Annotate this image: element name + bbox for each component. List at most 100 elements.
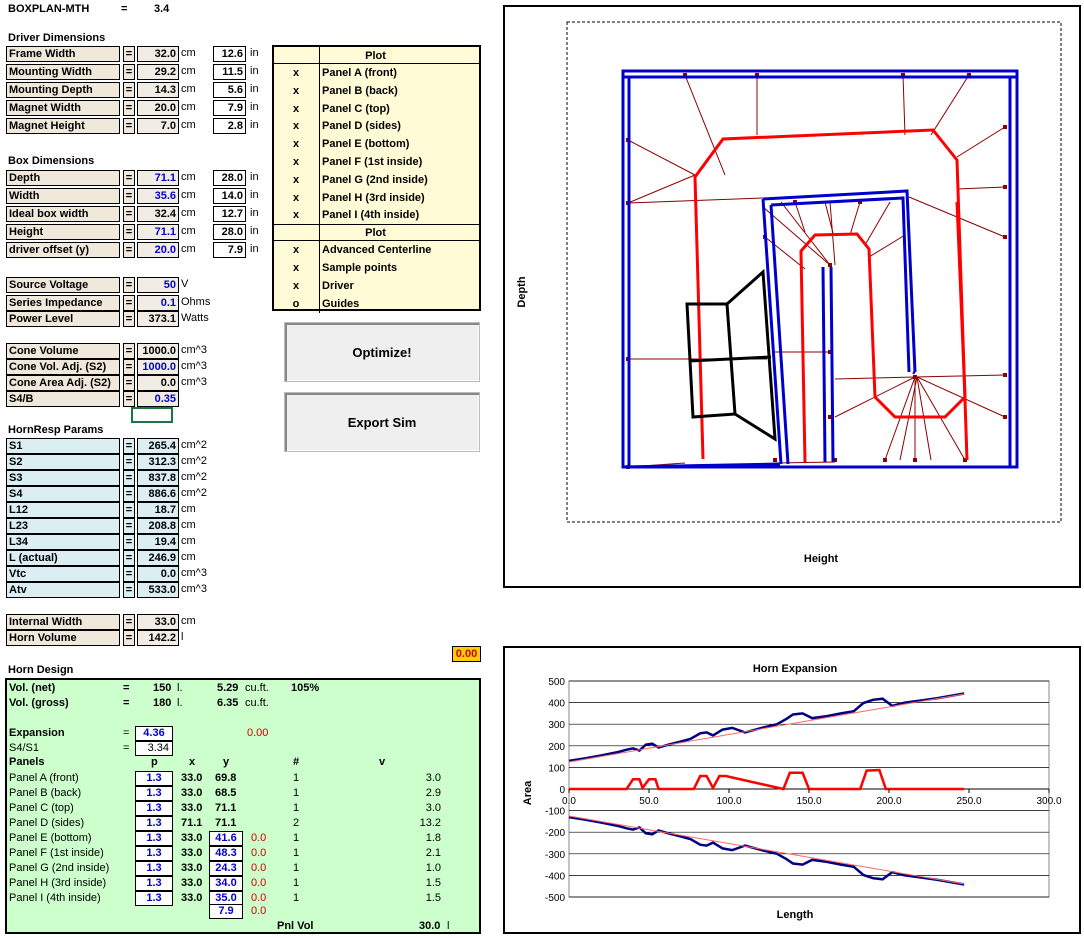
param-value[interactable]: 886.6 [137, 486, 179, 502]
plot-option-item[interactable]: x Panel B (back) [274, 81, 479, 100]
panel-count: 1 [293, 877, 300, 889]
selected-cell[interactable] [131, 407, 173, 423]
panel-y-cell[interactable]: 34.0 [209, 876, 243, 891]
param-value[interactable]: 71.1 [137, 170, 179, 186]
plot-option-item[interactable]: x Advanced Centerline [274, 241, 479, 260]
plot-option-mark[interactable]: x [292, 209, 300, 222]
param-value[interactable]: 20.0 [137, 100, 179, 116]
plot-option-mark[interactable]: x [292, 173, 300, 186]
param-value[interactable]: 0.0 [137, 566, 179, 582]
param-eq: = [123, 188, 135, 204]
y-tick-label: -300 [545, 850, 565, 861]
plot-option-mark[interactable]: o [292, 297, 300, 310]
param-value[interactable]: 32.4 [137, 206, 179, 222]
param-value[interactable]: 0.35 [137, 391, 179, 407]
plot-option-mark[interactable]: x [292, 156, 300, 168]
param-label: S4 [6, 486, 120, 502]
box-layout-svg: Depth Height [516, 21, 1062, 565]
panel-p-cell[interactable]: 1.3 [135, 786, 173, 801]
param-label: Mounting Width [6, 64, 120, 80]
panel-name: Panel A (front) [9, 772, 79, 784]
param-value[interactable]: 0.1 [137, 295, 179, 311]
plot-option-mark[interactable]: x [292, 120, 300, 133]
expansion-eq: = [123, 727, 130, 739]
panel-vol: 1.8 [425, 832, 441, 844]
param-value[interactable]: 1000.0 [137, 343, 179, 359]
panel-p-cell[interactable]: 1.3 [135, 771, 173, 786]
panel-p-cell[interactable]: 1.3 [135, 846, 173, 861]
param-value[interactable]: 208.8 [137, 518, 179, 534]
param-value[interactable]: 14.3 [137, 82, 179, 98]
last-y-cell[interactable]: 7.9 [209, 904, 243, 919]
plot-option-mark[interactable]: x [292, 244, 300, 257]
param-value[interactable]: 373.1 [137, 311, 179, 327]
panel-p-cell[interactable]: 1.3 [135, 861, 173, 876]
panel-p-cell[interactable]: 1.3 [135, 801, 173, 816]
optimize-button[interactable]: Optimize! [284, 322, 480, 382]
panel-count: 1 [293, 787, 300, 799]
param-value[interactable]: 312.3 [137, 454, 179, 470]
panel-count: 1 [293, 862, 300, 874]
param-unit: cm^3 [181, 360, 207, 372]
param-value[interactable]: 29.2 [137, 64, 179, 80]
panel-p-cell[interactable]: 1.3 [135, 891, 173, 906]
param-value[interactable]: 20.0 [137, 242, 179, 258]
panel-p-cell[interactable]: 1.3 [135, 831, 173, 846]
param-value[interactable]: 837.8 [137, 470, 179, 486]
expansion-value[interactable]: 4.36 [135, 726, 173, 741]
plot-option-mark[interactable]: x [292, 262, 300, 274]
param-value[interactable]: 71.1 [137, 224, 179, 240]
panel-y-cell[interactable]: 24.3 [209, 861, 243, 876]
plot-option-mark[interactable]: x [292, 102, 300, 115]
panel-y-cell[interactable]: 48.3 [209, 846, 243, 861]
plot-option-mark[interactable]: x [292, 67, 300, 79]
param-label: Cone Volume [6, 343, 120, 359]
plot-option-label: Advanced Centerline [319, 241, 479, 260]
param-value[interactable]: 35.6 [137, 188, 179, 204]
param-value[interactable]: 32.0 [137, 46, 179, 62]
s4s1-value: 3.34 [135, 741, 173, 756]
vol-gross-cuunit: cu.ft. [245, 697, 269, 709]
param-unit: cm [181, 225, 196, 237]
panel-p-cell[interactable]: 1.3 [135, 816, 173, 831]
param-value[interactable]: 0.0 [137, 375, 179, 391]
param-value[interactable]: 33.0 [137, 614, 179, 630]
param-value[interactable]: 533.0 [137, 582, 179, 598]
panel-vol: 1.5 [425, 877, 441, 889]
panel-vol: 2.9 [425, 787, 441, 799]
param-value[interactable]: 50 [137, 277, 179, 293]
param-eq: = [123, 224, 135, 240]
param-value[interactable]: 1000.0 [137, 359, 179, 375]
box-section-title: Box Dimensions [8, 155, 95, 167]
param-value[interactable]: 19.4 [137, 534, 179, 550]
p-col: p [151, 756, 158, 768]
param-value[interactable]: 246.9 [137, 550, 179, 566]
y-col: y [223, 756, 230, 768]
panel-x: 33.0 [181, 772, 203, 784]
plot-option-mark[interactable]: x [292, 138, 300, 151]
panel-p-cell[interactable]: 1.3 [135, 876, 173, 891]
param-unit: cm [181, 207, 196, 219]
plot-option-mark[interactable]: x [292, 279, 300, 292]
param-value[interactable]: 18.7 [137, 502, 179, 518]
plot-option-label: Panel H (3rd inside) [319, 188, 479, 207]
export-sim-button[interactable]: Export Sim [284, 392, 480, 452]
plot-option-item[interactable]: x Panel H (3rd inside) [274, 188, 479, 207]
param-value[interactable]: 142.2 [137, 630, 179, 646]
plot-option-mark[interactable]: x [292, 84, 300, 97]
plot-option-label: Panel B (back) [319, 81, 479, 100]
panel-y-cell[interactable]: 41.6 [209, 831, 243, 846]
param-value[interactable]: 265.4 [137, 438, 179, 454]
param-value[interactable]: 7.0 [137, 118, 179, 134]
plot-option-mark[interactable]: x [292, 191, 300, 204]
